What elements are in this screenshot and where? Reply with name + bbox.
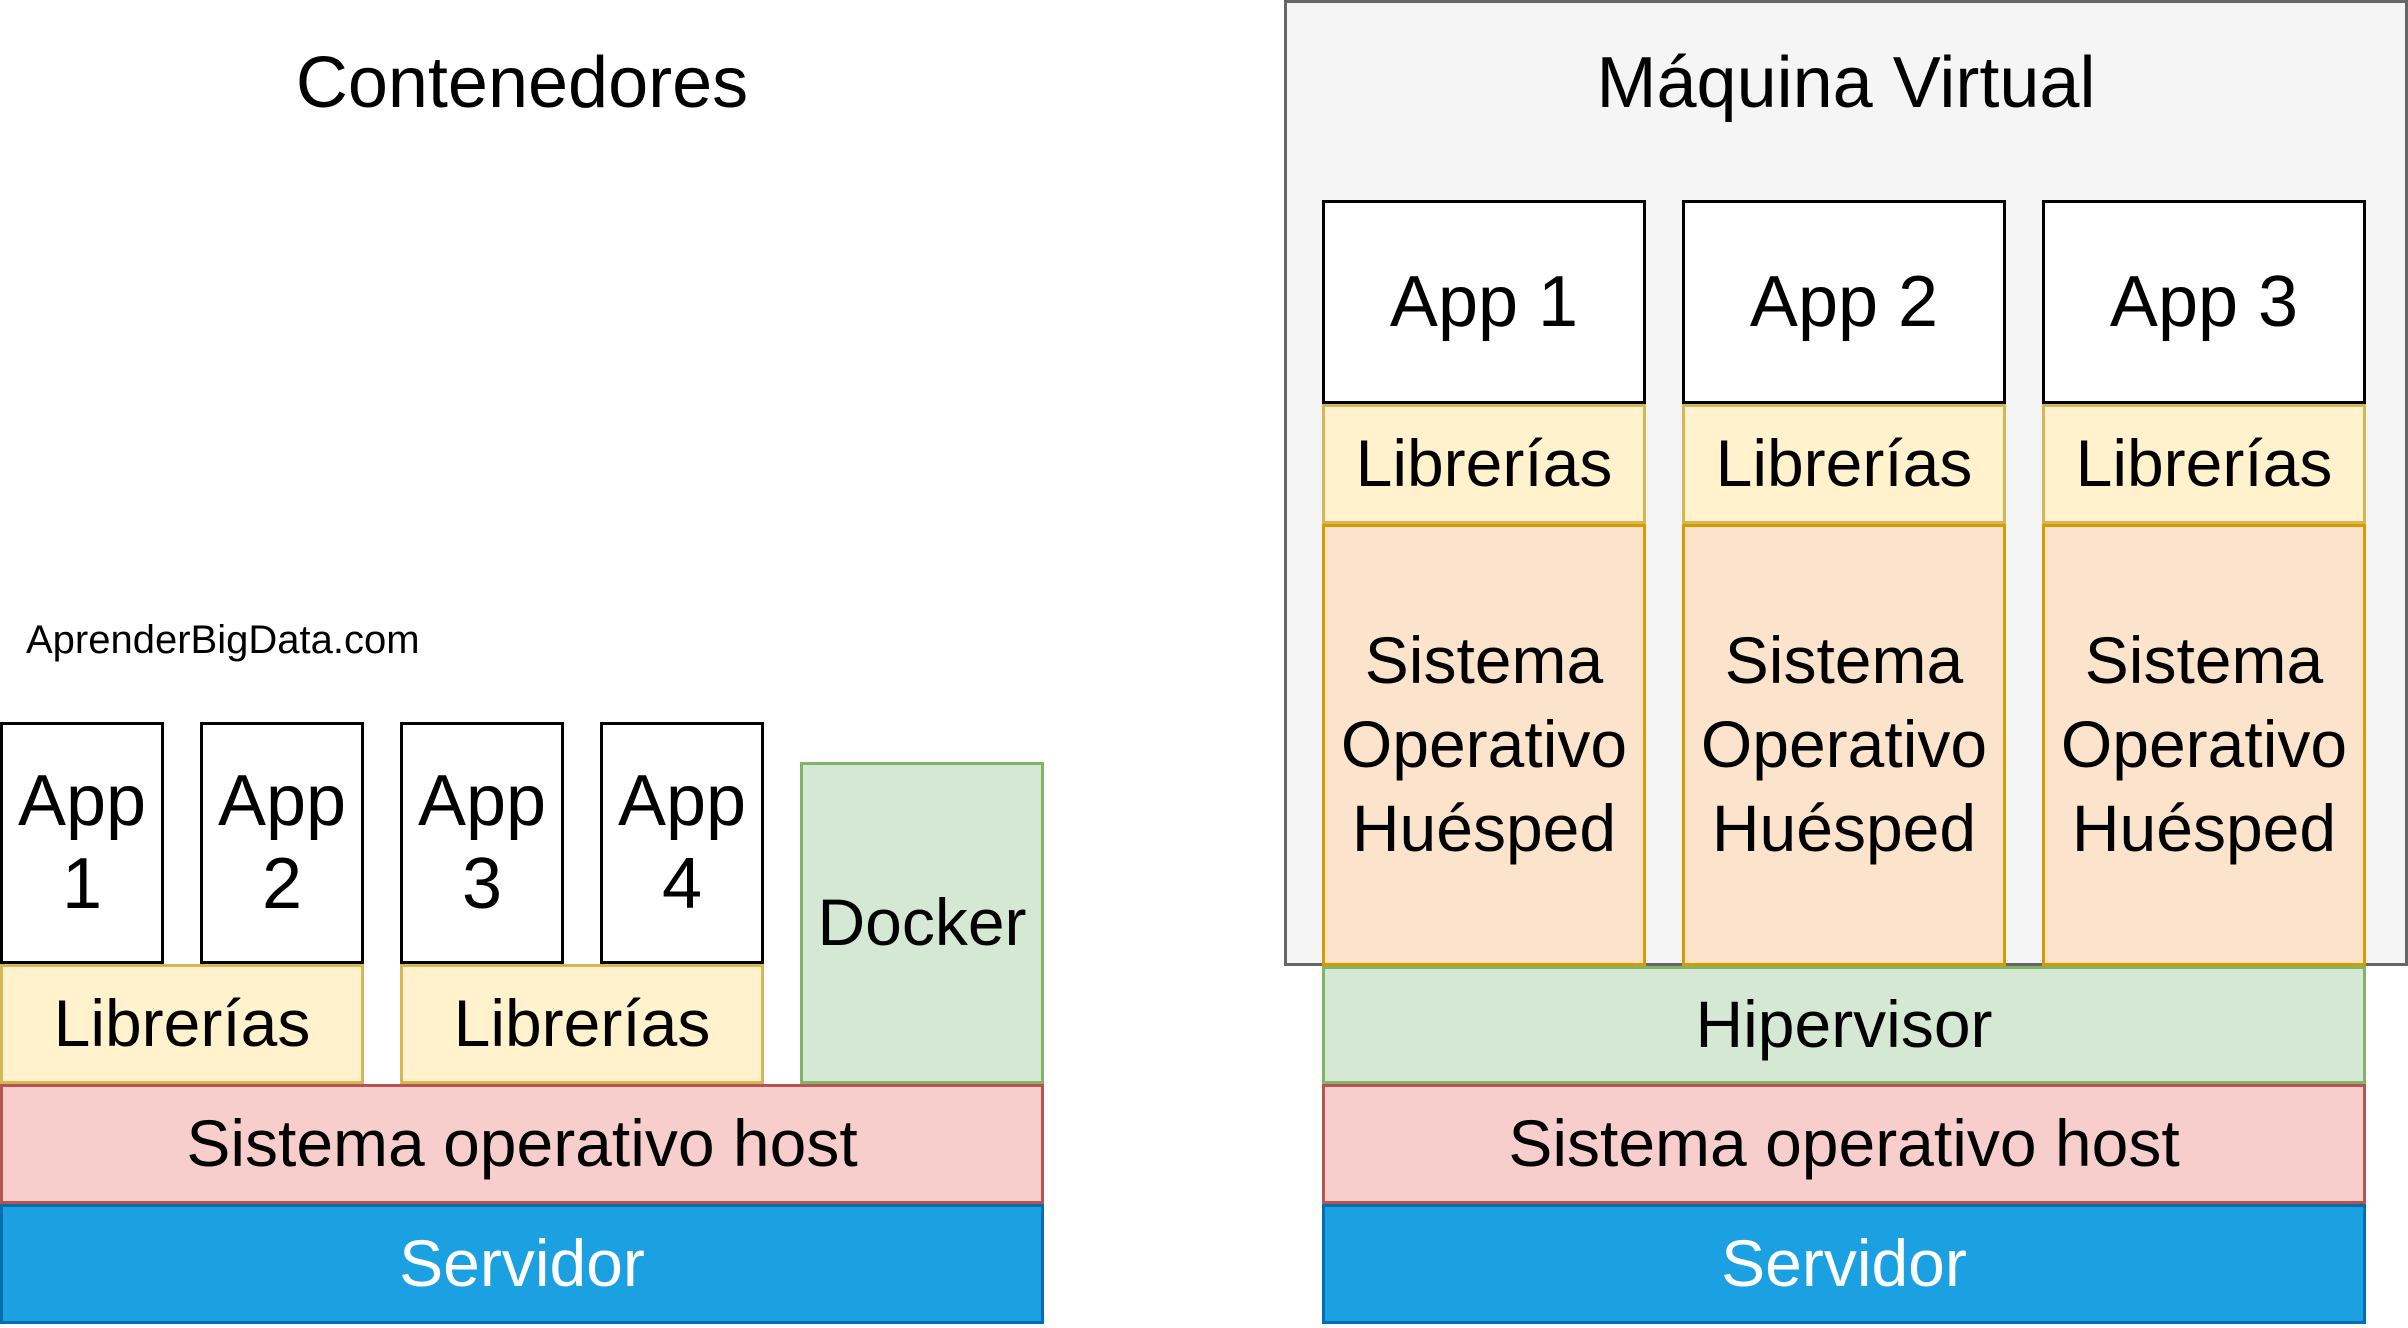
vm-libraries-3: Librerías — [2042, 404, 2366, 524]
vm-app-3: App 3 — [2042, 200, 2366, 404]
vm-title: Máquina Virtual — [1596, 43, 2096, 123]
hypervisor: Hipervisor — [1322, 966, 2366, 1084]
vm-libraries-1: Librerías — [1322, 404, 1646, 524]
container-app-1: App 1 — [0, 722, 164, 964]
vm-host-os: Sistema operativo host — [1322, 1084, 2366, 1204]
vm-guest-os-1: Sistema Operativo Huésped — [1322, 524, 1646, 966]
container-app-3: App 3 — [400, 722, 564, 964]
watermark-text: AprenderBigData.com — [26, 618, 420, 662]
container-libraries-2: Librerías — [400, 964, 764, 1084]
containers-title: Contenedores — [295, 43, 749, 123]
container-app-4: App 4 — [600, 722, 764, 964]
vm-guest-os-2: Sistema Operativo Huésped — [1682, 524, 2006, 966]
container-server: Servidor — [0, 1204, 1044, 1324]
vm-app-2: App 2 — [1682, 200, 2006, 404]
container-app-2: App 2 — [200, 722, 364, 964]
container-host-os: Sistema operativo host — [0, 1084, 1044, 1204]
docker-engine: Docker — [800, 762, 1044, 1084]
vm-guest-os-3: Sistema Operativo Huésped — [2042, 524, 2366, 966]
container-libraries-1: Librerías — [0, 964, 364, 1084]
vm-server: Servidor — [1322, 1204, 2366, 1324]
vm-libraries-2: Librerías — [1682, 404, 2006, 524]
vm-app-1: App 1 — [1322, 200, 1646, 404]
